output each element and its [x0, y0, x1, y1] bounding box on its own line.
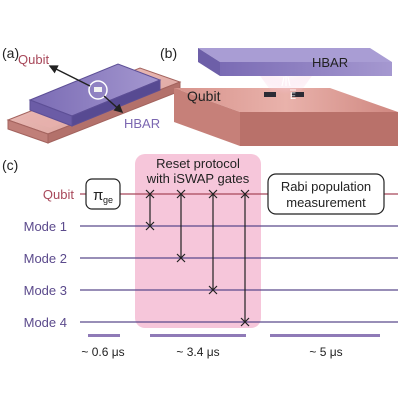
hbar-arrow: [103, 95, 124, 113]
panel-a-hbar-label: HBAR: [124, 116, 160, 131]
line-label-mode-1: Mode 1: [24, 219, 67, 234]
line-label-mode-2: Mode 2: [24, 251, 67, 266]
iswap-gate-mode-2: [176, 189, 186, 263]
duration-bar-reset: [150, 334, 246, 337]
panel-c: (c) Reset protocol with iSWAP gates Qubi…: [2, 154, 398, 359]
reset-protocol-region: [135, 154, 261, 328]
iswap-gate-mode-4: [240, 189, 250, 327]
line-label-qubit: Qubit: [43, 187, 74, 202]
qubit-pad-right: [292, 92, 304, 97]
panel-a-tag: (a): [2, 45, 19, 61]
pi-subscript: ge: [103, 195, 113, 205]
qubit-pad: [94, 87, 102, 92]
rabi-measurement-box: Rabi population measurement: [267, 173, 385, 215]
iswap-gate-mode-3: [208, 189, 218, 295]
duration-label-pi: ~ 0.6 μs: [81, 345, 124, 359]
iswap-gate-mode-1: [145, 189, 155, 231]
hbar-slab: [198, 48, 392, 76]
panel-b-hbar-label: HBAR: [312, 55, 348, 70]
field-label: E: [290, 91, 296, 101]
line-label-mode-3: Mode 3: [24, 283, 67, 298]
rabi-box-line2: measurement: [286, 195, 366, 210]
qubit-highlight-circle: [88, 80, 108, 100]
duration-label-rabi: ~ 5 μs: [309, 345, 342, 359]
iswap-gates: [145, 189, 250, 327]
panel-a-qubit-label: Qubit: [18, 52, 49, 67]
panel-a: (a) Qubit HBAR: [2, 45, 182, 144]
qubit-arrow: [48, 65, 91, 87]
reset-box-line1: Reset protocol: [156, 156, 240, 171]
pi-symbol: π: [93, 187, 103, 204]
line-label-mode-4: Mode 4: [24, 315, 67, 330]
qubit-slab: [174, 88, 398, 146]
panel-c-tag: (c): [2, 157, 18, 173]
panel-b-tag: (b): [160, 45, 177, 61]
pi-ge-gate: π ge: [85, 178, 121, 210]
field-arrows: [281, 76, 291, 87]
reset-box-line2: with iSWAP gates: [146, 171, 250, 186]
qubit-pad-left: [264, 92, 276, 97]
rabi-box-line1: Rabi population: [281, 179, 371, 194]
duration-bar-rabi: [270, 334, 380, 337]
duration-bars: ~ 0.6 μs ~ 3.4 μs ~ 5 μs: [81, 334, 380, 359]
panel-b-qubit-label: Qubit: [187, 88, 221, 104]
duration-label-reset: ~ 3.4 μs: [176, 345, 219, 359]
duration-bar-pi: [88, 334, 120, 337]
panel-b: (b) Qubit HBAR E: [160, 45, 398, 146]
